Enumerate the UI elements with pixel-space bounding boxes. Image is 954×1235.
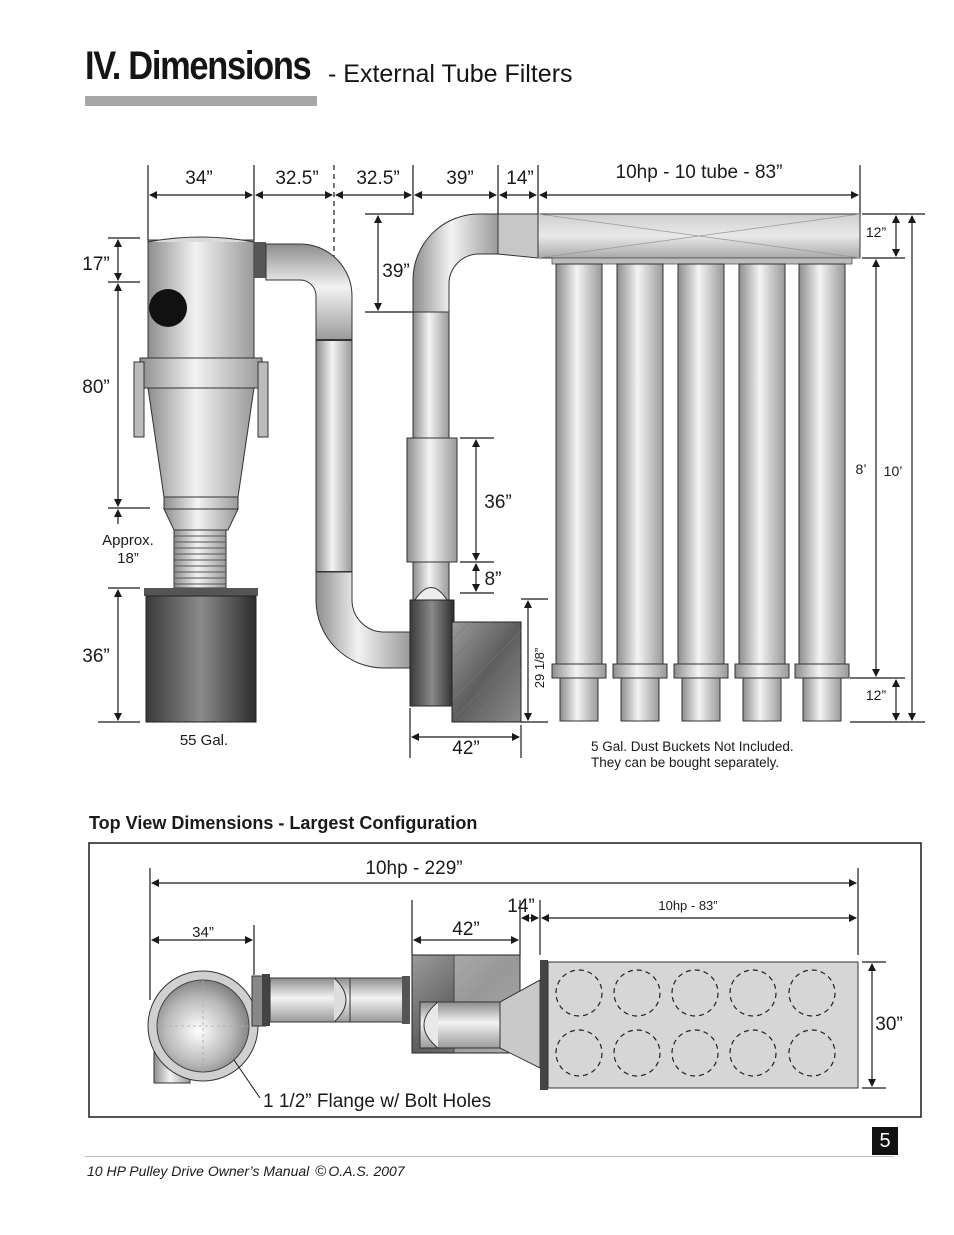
silencer-section: [406, 437, 458, 563]
dim-label-8: 8”: [485, 569, 502, 590]
side-extension-lines: [147, 165, 861, 260]
top-dim-label-14: 14”: [507, 896, 534, 917]
dim-label-12-bottom: 12”: [866, 687, 887, 703]
page-number: 5: [872, 1127, 898, 1155]
page-subtitle: - External Tube Filters: [328, 60, 573, 88]
dim-label-39: 39”: [446, 168, 473, 189]
page-header: IV. Dimensions: [85, 44, 347, 89]
top-view-plenum: [540, 960, 859, 1090]
dim-label-42: 42”: [452, 738, 479, 759]
filter-tube-3: [673, 263, 729, 722]
cyclone-inlet-flange: [254, 242, 266, 278]
side-left-dimension-arrows: [98, 237, 150, 723]
dim-label-80: 80”: [82, 377, 109, 398]
dim-label-39-vertical: 39”: [382, 261, 409, 282]
duct-dimension-arrows: [365, 213, 548, 758]
top-view-cyclone: [147, 970, 259, 1084]
dim-label-34: 34”: [185, 168, 212, 189]
footer-copyright: O.A.S. 2007: [328, 1163, 405, 1179]
blower: [409, 599, 522, 723]
footer-manual-title: 10 HP Pulley Drive Owner’s Manual: [87, 1163, 310, 1179]
top-dim-label-30: 30”: [875, 1014, 902, 1035]
dim-label-10ft: 10’: [884, 463, 903, 479]
drum-label: 55 Gal.: [180, 732, 228, 749]
flex-hose: [173, 529, 227, 589]
page-footer: 10 HP Pulley Drive Owner’s Manual ©O.A.S.…: [87, 1163, 405, 1180]
buckets-note-line2: They can be bought separately.: [591, 755, 779, 770]
buckets-note-line1: 5 Gal. Dust Buckets Not Included.: [591, 739, 794, 754]
top-view-title: Top View Dimensions - Largest Configurat…: [89, 813, 478, 833]
filter-tube-4: [734, 263, 790, 722]
top-dim-label-34: 34”: [192, 924, 214, 941]
duct-cyclone-to-blower: [265, 243, 411, 669]
dim-label-14: 14”: [506, 168, 533, 189]
side-right-dimension-arrows: [850, 213, 925, 723]
dim-label-32-5-b: 32.5”: [356, 168, 399, 189]
duct-blower-to-plenum: [406, 213, 539, 603]
cyclone: [133, 236, 269, 531]
filter-tube-1: [551, 263, 607, 722]
dim-label-32-5-a: 32.5”: [275, 168, 318, 189]
dim-label-36-drum: 36”: [82, 646, 109, 667]
filter-tube-5: [794, 263, 850, 722]
top-view-dimension-arrows: [149, 868, 886, 1089]
top-dim-label-42: 42”: [452, 919, 479, 940]
dim-label-17: 17”: [82, 254, 109, 275]
dim-label-8ft: 8’: [856, 461, 867, 477]
filter-tube-2: [612, 263, 668, 722]
header-underline: [85, 96, 317, 106]
dim-label-36-silencer: 36”: [484, 492, 511, 513]
plenum: [537, 213, 861, 265]
top-view-duct: [251, 974, 410, 1027]
top-view-filter-circles: [555, 969, 836, 1077]
top-dim-label-83: 10hp - 83”: [658, 898, 717, 913]
footer-divider: [85, 1156, 894, 1157]
flange-leader-line: [233, 1059, 261, 1099]
dim-label-12-top: 12”: [866, 224, 887, 240]
dim-label-18: 18”: [117, 550, 139, 567]
drum-55-gal: [144, 588, 258, 723]
dim-label-approx: Approx.: [102, 532, 154, 549]
dim-label-83: 10hp - 10 tube - 83”: [616, 162, 783, 183]
dim-label-29-1-8: 29 1/8”: [532, 648, 547, 688]
page-title: IV. Dimensions: [85, 44, 312, 88]
top-dim-label-overall: 10hp - 229”: [365, 858, 462, 879]
filter-tubes: [551, 263, 850, 722]
copyright-symbol: ©: [315, 1163, 327, 1180]
cyclone-port: [149, 289, 187, 327]
flange-label: 1 1/2” Flange w/ Bolt Holes: [263, 1091, 491, 1112]
